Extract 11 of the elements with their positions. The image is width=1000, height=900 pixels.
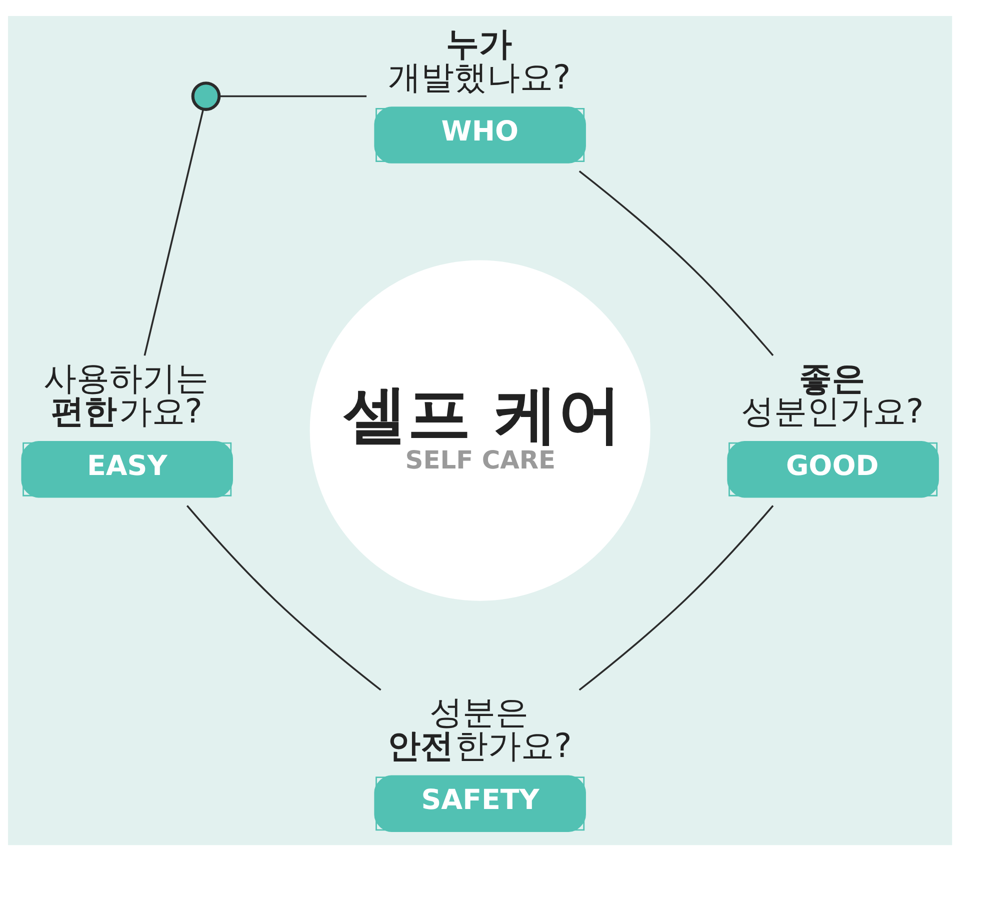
connector [219, 94, 367, 97]
node-label: 누가 개발했나요? [388, 24, 571, 96]
connector [578, 170, 774, 356]
node-label: 성분은 안전한가요? [387, 692, 572, 764]
node-circle [191, 81, 221, 110]
node-label: 사용하기는 편한가요? [43, 358, 208, 430]
connector [578, 504, 774, 690]
node-circle: 셀프 케어 SELF CARE [310, 260, 650, 600]
node-label: 좋은 성분인가요? [740, 358, 924, 430]
connector [186, 504, 382, 690]
connector [144, 108, 204, 356]
